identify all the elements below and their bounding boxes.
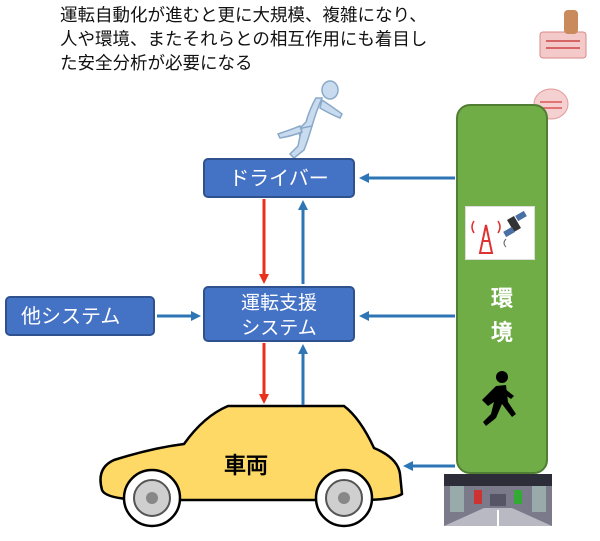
tollgate-photo: [444, 474, 552, 526]
vehicle-label: 車両: [223, 454, 268, 479]
person-reclining-icon: [276, 80, 343, 160]
caption-line-2: 人や環境、またそれらとの相互作用にも着目し: [60, 30, 428, 50]
caption-line-1: 運転自動化が進むと更に大規模、複雑になり、: [60, 6, 427, 26]
stamp-icon: [539, 10, 587, 59]
environment-label: 環 境: [481, 283, 523, 351]
environment-label-line-1: 環: [490, 287, 513, 312]
radio-tower-satellite-icon: [471, 210, 527, 254]
pedestrian-icon: [482, 371, 516, 426]
support-label-line-1: 運転支援: [240, 292, 317, 314]
caption-line-3: た安全分析が必要になる: [60, 54, 253, 74]
caption: 運転自動化が進むと更に大規模、複雑になり、 人や環境、またそれらとの相互作用にも…: [60, 4, 530, 76]
vehicle-car: [99, 404, 404, 528]
environment-label-line-2: 境: [490, 321, 513, 346]
environment-photo: [465, 206, 535, 260]
driver-box: ドライバー: [203, 158, 355, 198]
support-label-line-2: システム: [241, 317, 317, 339]
environment-panel: [456, 104, 548, 474]
driving-support-system-box: 運転支援 システム: [203, 286, 355, 342]
other-system-box: 他システム: [5, 296, 155, 336]
